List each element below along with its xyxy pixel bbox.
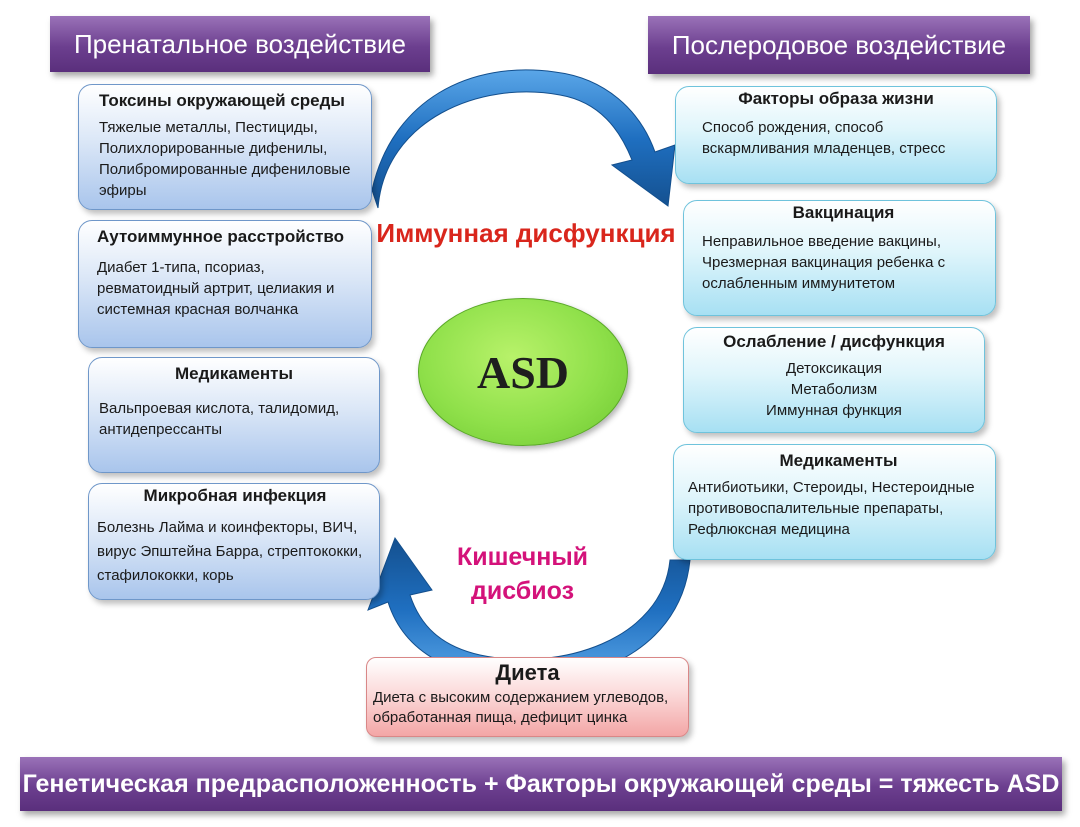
gut-dysbiosis-label: Кишечный дисбиоз bbox=[440, 540, 605, 608]
lifestyle-line: вскармливания младенцев, стресс bbox=[702, 140, 946, 157]
postnatal-meds-line: Рефлюксная медицина bbox=[688, 521, 850, 538]
lifestyle-line: Способ рождения, способ bbox=[702, 119, 884, 136]
vaccination-line: ослабленным иммунитетом bbox=[702, 275, 896, 292]
asd-ellipse: ASD bbox=[418, 298, 628, 446]
immune-dysfunction-label: Иммунная дисфункция bbox=[376, 218, 676, 248]
autoimmune-box: Аутоиммунное расстройство Диабет 1-типа,… bbox=[78, 220, 372, 348]
prenatal-meds-line: антидепрессанты bbox=[99, 421, 223, 438]
lifestyle-box: Факторы образа жизни Способ рождения, сп… bbox=[675, 86, 997, 184]
microbial-line: вирус Эпштейна Барра, стрептококки, bbox=[97, 543, 363, 560]
autoimmune-line: системная красная волчанка bbox=[97, 301, 299, 318]
vaccination-line: Чрезмерная вакцинация ребенка с bbox=[702, 254, 946, 271]
weakening-line: Детоксикация bbox=[786, 360, 882, 377]
diet-title: Диета bbox=[495, 660, 560, 685]
gut-dysbiosis-line: дисбиоз bbox=[471, 577, 574, 605]
postnatal-meds-line: Антибиотьики, Стероиды, Нестероидные bbox=[688, 479, 975, 496]
microbial-line: стафилококки, корь bbox=[97, 567, 234, 584]
asd-label: ASD bbox=[476, 346, 570, 398]
autoimmune-title: Аутоиммунное расстройство bbox=[97, 227, 345, 246]
postnatal-meds-box: Медикаменты Антибиотьики, Стероиды, Нест… bbox=[673, 444, 996, 560]
env-toxins-line: Полибромированные дифениловые bbox=[99, 161, 351, 178]
diet-line: Диета с высоким содержанием углеводов, bbox=[373, 689, 669, 706]
gut-dysbiosis-line: Кишечный bbox=[456, 543, 589, 571]
postnatal-meds-title: Медикаменты bbox=[779, 451, 898, 470]
postnatal-meds-line: противовоспалительные препараты, bbox=[688, 500, 944, 517]
weakening-line: Иммунная функция bbox=[766, 402, 902, 419]
vaccination-title: Вакцинация bbox=[792, 203, 895, 222]
env-toxins-title: Токсины окружающей среды bbox=[99, 91, 345, 110]
vaccination-line: Неправильное введение вакцины, bbox=[702, 233, 941, 250]
diet-line: обработанная пища, дефицит цинка bbox=[373, 709, 628, 726]
vaccination-box: Вакцинация Неправильное введение вакцины… bbox=[683, 200, 996, 316]
postnatal-header: Послеродовое воздействие bbox=[648, 16, 1030, 74]
autoimmune-line: ревматоидный артрит, целиакия и bbox=[97, 280, 335, 297]
weakening-box: Ослабление / дисфункция Детоксикация Мет… bbox=[683, 327, 985, 433]
env-toxins-box: Токсины окружающей среды Тяжелые металлы… bbox=[78, 84, 372, 210]
weakening-line: Метаболизм bbox=[790, 381, 878, 398]
env-toxins-line: Тяжелые металлы, Пестициды, bbox=[99, 119, 318, 136]
microbial-box: Микробная инфекция Болезнь Лайма и коинф… bbox=[88, 483, 380, 600]
microbial-title: Микробная инфекция bbox=[143, 486, 327, 505]
prenatal-meds-title: Медикаменты bbox=[175, 364, 293, 383]
weakening-title: Ослабление / дисфункция bbox=[723, 332, 945, 351]
autoimmune-line: Диабет 1-типа, псориаз, bbox=[97, 259, 265, 276]
top-arrow bbox=[371, 69, 676, 209]
env-toxins-line: Полихлорированные дифенилы, bbox=[99, 140, 328, 157]
lifestyle-title: Факторы образа жизни bbox=[738, 89, 934, 108]
footer-banner: Генетическая предрасположенность + Факто… bbox=[20, 757, 1062, 811]
diet-box: Диета Диета с высоким содержанием углево… bbox=[366, 657, 689, 737]
prenatal-meds-box: Медикаменты Вальпроевая кислота, талидом… bbox=[88, 357, 380, 473]
prenatal-meds-line: Вальпроевая кислота, талидомид, bbox=[99, 400, 340, 417]
env-toxins-line: эфиры bbox=[99, 182, 147, 199]
prenatal-header: Пренатальное воздействие bbox=[50, 16, 430, 72]
microbial-line: Болезнь Лайма и коинфекторы, ВИЧ, bbox=[97, 519, 358, 536]
